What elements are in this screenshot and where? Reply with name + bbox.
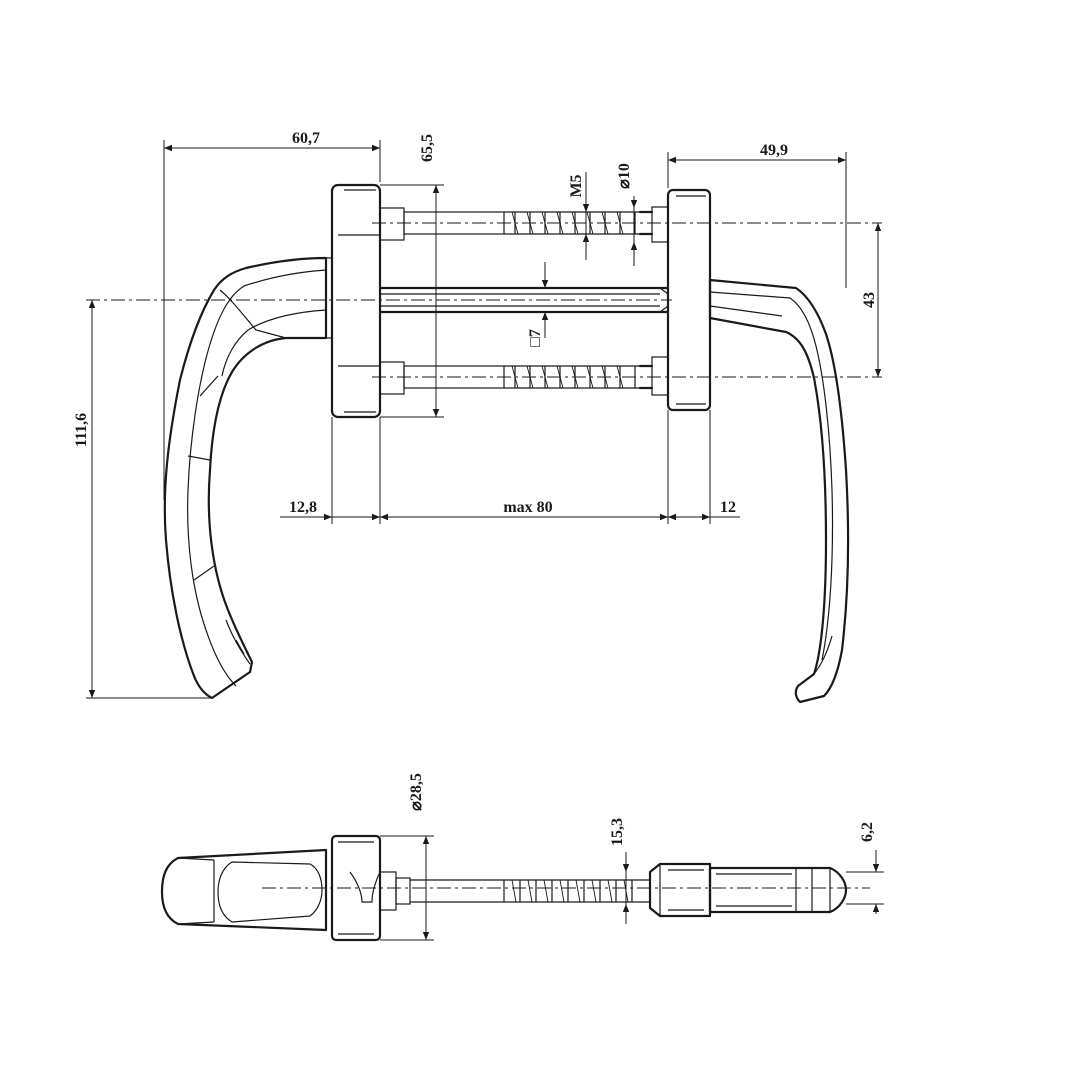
top-dimensions: ⌀28,5 15,3 6,2 [380, 773, 884, 941]
left-rose-plate [326, 183, 382, 419]
dim-65-5-label: 65,5 [419, 134, 436, 162]
dim-dia-10-label: ⌀10 [616, 163, 633, 189]
top-view [160, 834, 870, 942]
lower-fixing-bolt [379, 361, 654, 395]
top-right-handle [648, 862, 848, 918]
square-spindle [378, 286, 670, 314]
dim-60-7-label: 60,7 [292, 130, 320, 147]
top-left-handle [160, 848, 328, 932]
dim-square-7-label: □7 [527, 329, 544, 347]
top-bolt [395, 877, 650, 905]
dim-111-6-label: 111,6 [73, 413, 90, 447]
dim-m5-label: M5 [568, 174, 585, 197]
dim-dia-28-5-label: ⌀28,5 [408, 773, 425, 811]
dim-12-label: 12 [720, 499, 736, 516]
dim-12-8-label: 12,8 [289, 499, 317, 516]
dim-6-2-label: 6,2 [859, 822, 876, 842]
dim-15-3-label: 15,3 [609, 818, 626, 846]
upper-fixing-bolt [379, 207, 654, 241]
front-dimensions: 60,7 65,5 M5 ⌀10 49,9 43 □7 111,6 [73, 130, 882, 699]
dim-49-9-label: 49,9 [760, 142, 788, 159]
dim-43-label: 43 [861, 292, 878, 308]
left-handle [163, 256, 328, 700]
right-handle [708, 278, 850, 704]
dim-max-80-label: max 80 [503, 499, 552, 516]
front-view [86, 183, 882, 704]
